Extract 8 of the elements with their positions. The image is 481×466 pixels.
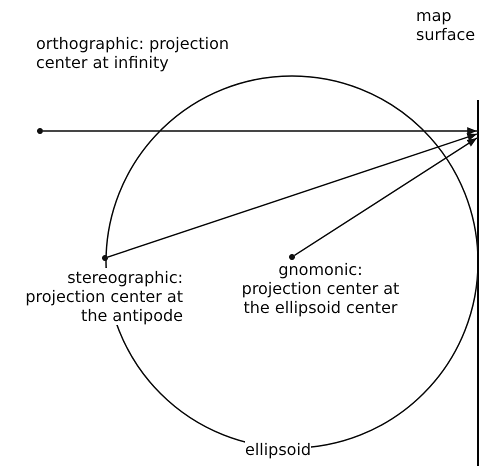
projection-ray-arrow [108,133,478,258]
projection-ray-arrow [43,127,477,135]
projection-center-dot [37,128,43,134]
map-surface-line [477,100,479,466]
projection-ray-arrow [294,137,478,256]
ellipsoid-label: ellipsoid [245,440,312,459]
projection-center-dot [102,255,108,261]
projection-center-dot [289,254,295,260]
